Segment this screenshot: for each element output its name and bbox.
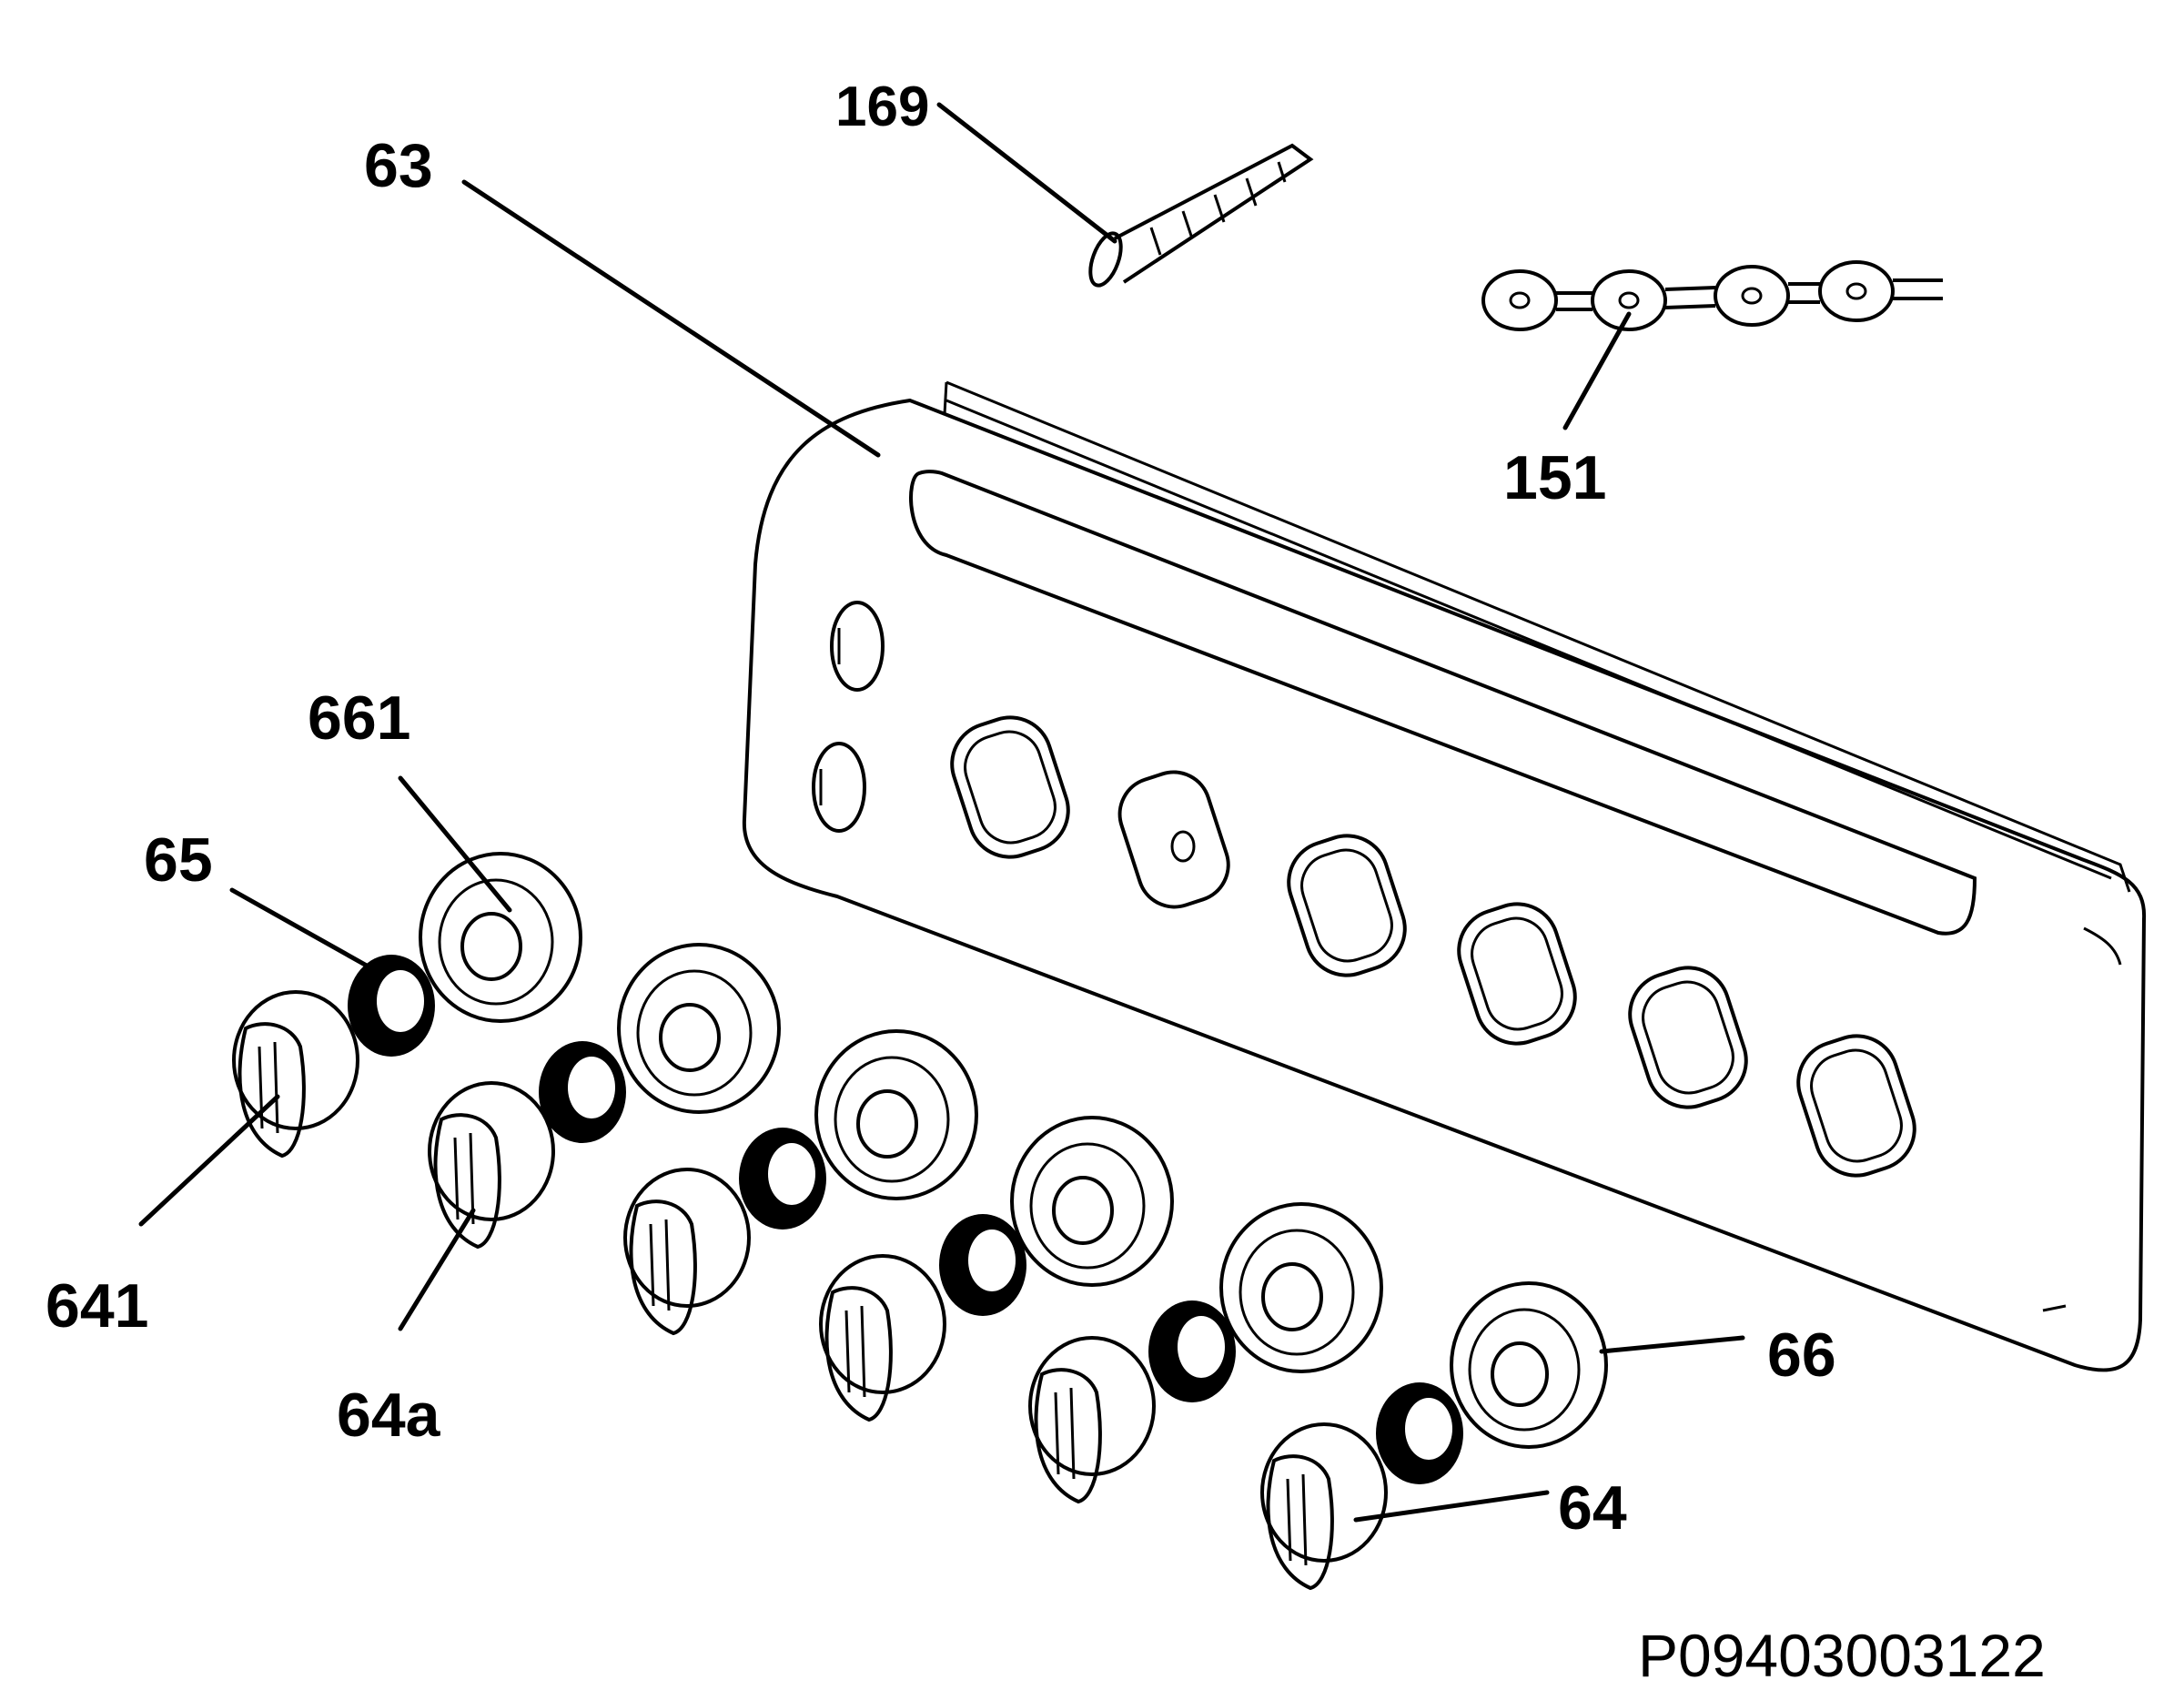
bushing-65 xyxy=(348,955,435,1057)
screw-169 xyxy=(1088,143,1314,288)
leader-151 xyxy=(1562,311,1632,430)
bushing xyxy=(1148,1300,1236,1402)
part-labels: 169 63 151 661 65 641 64a 66 64 xyxy=(46,76,1836,1543)
label-65: 65 xyxy=(144,825,213,895)
label-151: 151 xyxy=(1503,443,1606,512)
label-64: 64 xyxy=(1558,1473,1627,1543)
label-63: 63 xyxy=(364,131,433,200)
leader-66 xyxy=(1599,1335,1745,1354)
reference-code: P09403003122 xyxy=(1638,1622,2046,1689)
label-66: 66 xyxy=(1767,1321,1836,1390)
bezel-ring xyxy=(1219,1202,1383,1373)
bushing xyxy=(1376,1382,1463,1484)
bezel-ring xyxy=(617,943,781,1114)
label-169: 169 xyxy=(835,76,929,138)
bushing xyxy=(739,1128,826,1230)
knob-aperture xyxy=(1457,902,1577,1046)
knob-aperture xyxy=(1117,770,1230,909)
leader-lines xyxy=(138,102,1745,1523)
knob-aperture xyxy=(1796,1034,1916,1178)
leader-641 xyxy=(138,1094,280,1227)
leader-65 xyxy=(229,887,376,972)
indicator-hole-top xyxy=(830,601,885,692)
leader-169 xyxy=(936,102,1117,244)
knob-assembly-row xyxy=(232,852,1608,1591)
knob-641 xyxy=(232,990,359,1159)
leader-64a xyxy=(398,1208,476,1331)
label-64a: 64a xyxy=(337,1381,441,1450)
bezel-ring-661 xyxy=(419,852,582,1023)
knob xyxy=(819,1254,946,1422)
knob-aperture xyxy=(1287,834,1407,977)
knob xyxy=(623,1168,751,1336)
bushing xyxy=(539,1041,626,1143)
bezel-ring xyxy=(814,1029,978,1200)
knob xyxy=(1028,1336,1156,1504)
leader-63 xyxy=(461,179,881,458)
knob-64a xyxy=(428,1081,555,1250)
control-panel-63 xyxy=(742,380,2147,1372)
knob-aperture xyxy=(950,715,1070,859)
connector-strip-151 xyxy=(1481,260,1943,331)
indicator-hole-bottom xyxy=(812,742,866,833)
bushing xyxy=(939,1214,1026,1316)
label-641: 641 xyxy=(46,1271,148,1341)
bezel-ring-66 xyxy=(1450,1281,1608,1449)
leader-64 xyxy=(1353,1490,1550,1523)
knob-aperture xyxy=(1628,966,1748,1109)
label-661: 661 xyxy=(308,683,410,753)
leader-661 xyxy=(398,775,512,913)
bezel-ring xyxy=(1010,1116,1174,1287)
knob-64 xyxy=(1260,1422,1388,1591)
